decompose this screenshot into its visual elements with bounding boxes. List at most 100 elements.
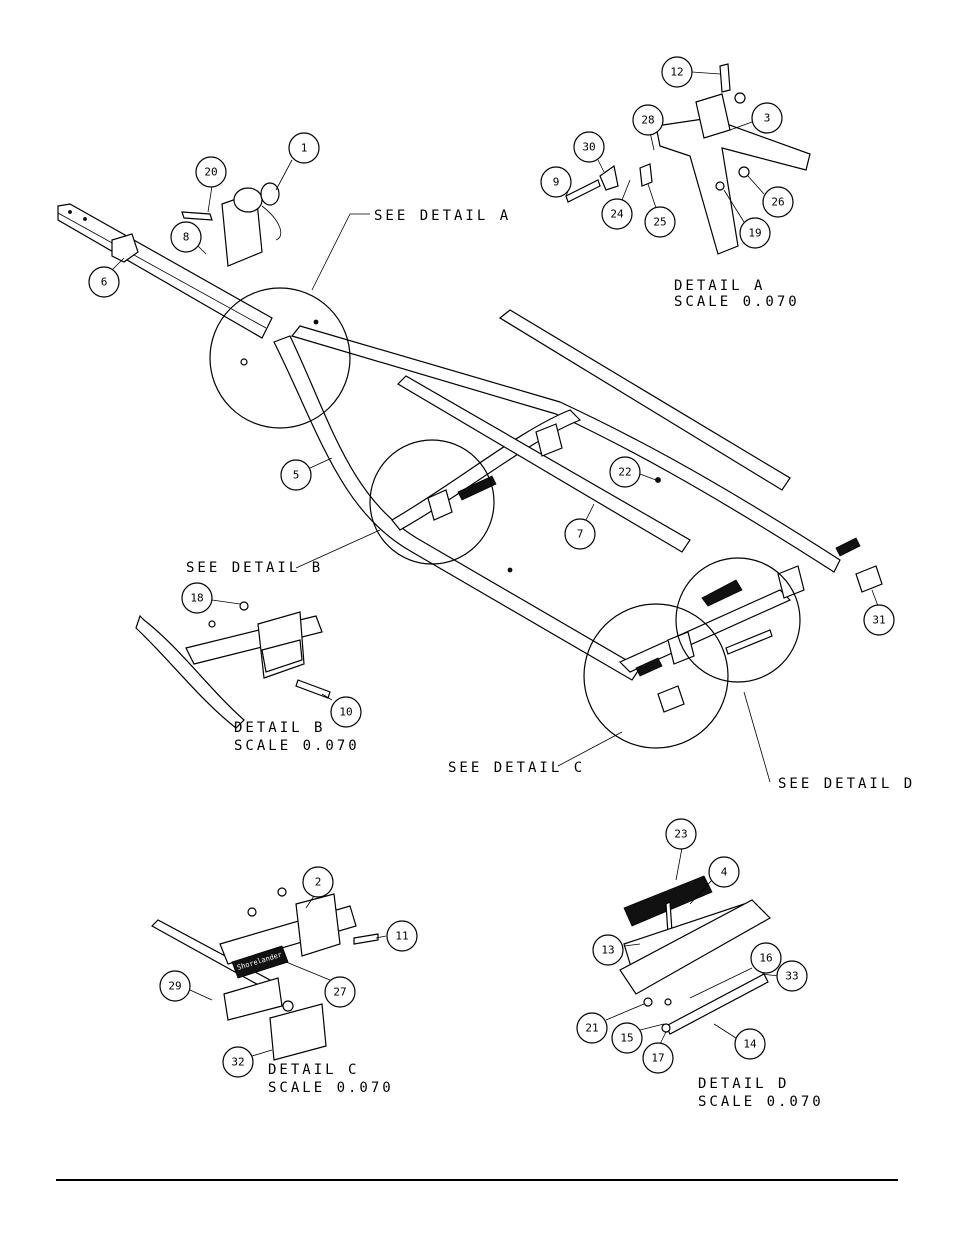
- detail-circle-c: [583, 603, 729, 749]
- callout-7: 7: [564, 503, 596, 550]
- svg-text:6: 6: [101, 276, 108, 289]
- see-detail-c-label: SEE DETAIL C: [448, 760, 585, 776]
- callout-16: 16: [689, 942, 782, 999]
- callout-10: 10: [321, 693, 362, 728]
- svg-text:28: 28: [641, 114, 654, 127]
- svg-text:21: 21: [585, 1022, 598, 1035]
- svg-text:27: 27: [333, 986, 346, 999]
- detail-a-scale: SCALE 0.070: [674, 294, 800, 310]
- callout-14: 14: [713, 1023, 766, 1060]
- callout-27: 27: [285, 961, 356, 1008]
- detail-b-drawing: [135, 601, 331, 729]
- svg-text:4: 4: [721, 866, 728, 879]
- see-detail-d-label: SEE DETAIL D: [778, 776, 915, 792]
- roller-pad: [701, 579, 743, 607]
- callout-26: 26: [747, 175, 794, 218]
- callout-21: 21: [576, 1003, 645, 1044]
- roller-pad: [635, 657, 663, 677]
- detail-a-title: DETAIL A: [674, 278, 765, 294]
- callout-11: 11: [375, 920, 418, 952]
- callout-23: 23: [665, 818, 697, 881]
- svg-text:29: 29: [168, 980, 181, 993]
- svg-text:15: 15: [620, 1032, 633, 1045]
- svg-text:30: 30: [582, 141, 595, 154]
- callout-3: 3: [729, 102, 783, 134]
- svg-text:23: 23: [674, 828, 687, 841]
- hardware-dots: [240, 319, 661, 573]
- svg-text:24: 24: [610, 208, 624, 221]
- side-rail-part-5: [273, 335, 641, 681]
- callout-8: 8: [170, 221, 207, 255]
- svg-text:14: 14: [743, 1038, 757, 1051]
- step-plate: [725, 629, 773, 655]
- callout-31: 31: [863, 589, 895, 636]
- svg-text:8: 8: [183, 231, 190, 244]
- callout-12: 12: [661, 56, 721, 88]
- callout-4: 4: [689, 856, 740, 905]
- callout-30: 30: [573, 131, 605, 173]
- callout-28: 28: [632, 104, 664, 151]
- svg-text:12: 12: [670, 66, 683, 79]
- callout-2: 2: [302, 866, 334, 909]
- svg-text:13: 13: [601, 944, 614, 957]
- svg-text:2: 2: [315, 876, 322, 889]
- detail-d-scale: SCALE 0.070: [698, 1094, 824, 1110]
- svg-text:25: 25: [653, 216, 666, 229]
- detail-a-drawing: [565, 63, 811, 255]
- svg-text:18: 18: [190, 592, 203, 605]
- detail-d-drawing: [619, 875, 771, 1035]
- callout-25: 25: [644, 183, 676, 238]
- roller-pad: [457, 475, 497, 501]
- side-rail-right: [290, 325, 841, 573]
- rear-crossmember: [618, 589, 792, 673]
- bunk-bracket: [777, 565, 805, 599]
- callout-29: 29: [159, 970, 213, 1002]
- svg-text:10: 10: [339, 706, 352, 719]
- callout-22: 22: [609, 456, 657, 488]
- tongue-part-6: [57, 203, 273, 339]
- callout-32: 32: [222, 1046, 273, 1078]
- end-cap: [855, 565, 883, 593]
- main-frame: [57, 182, 883, 713]
- svg-text:9: 9: [553, 176, 560, 189]
- detail-c-drawing: Shorelander: [151, 887, 379, 1061]
- bunk-board-part-7: [397, 375, 691, 553]
- detail-circle-b: [369, 439, 495, 565]
- detail-d-title: DETAIL D: [698, 1076, 789, 1092]
- svg-text:3: 3: [764, 112, 771, 125]
- callout-33: 33: [761, 960, 808, 992]
- detail-c-title: DETAIL C: [268, 1062, 359, 1078]
- handle-part-20: [181, 211, 213, 221]
- bunk-bracket: [427, 489, 453, 521]
- svg-text:26: 26: [771, 196, 784, 209]
- callout-1: 1: [275, 132, 320, 191]
- bunk-bracket: [535, 423, 563, 457]
- svg-text:33: 33: [785, 970, 798, 983]
- svg-text:1: 1: [301, 142, 308, 155]
- callout-19: 19: [723, 189, 771, 249]
- svg-text:19: 19: [748, 227, 761, 240]
- roller-pad: [835, 537, 861, 557]
- callout-9: 9: [540, 166, 572, 198]
- winch-part-1: [221, 182, 282, 267]
- svg-text:31: 31: [872, 614, 885, 627]
- detail-circle-d: [675, 557, 801, 683]
- callout-5: 5: [280, 457, 333, 491]
- see-detail-a-label: SEE DETAIL A: [374, 208, 511, 224]
- callout-15: 15: [611, 1022, 665, 1054]
- detail-b-scale: SCALE 0.070: [234, 738, 360, 754]
- detail-c-scale: SCALE 0.070: [268, 1080, 394, 1096]
- see-detail-b-label: SEE DETAIL B: [186, 560, 323, 576]
- bunk-board-long: [498, 309, 791, 491]
- callout-20: 20: [195, 156, 227, 213]
- detail-circle-a: [209, 287, 351, 429]
- callout-13: 13: [592, 934, 641, 966]
- callout-6: 6: [88, 257, 125, 298]
- detail-b-title: DETAIL B: [234, 720, 325, 736]
- callout-24: 24: [601, 179, 633, 230]
- svg-text:32: 32: [231, 1056, 244, 1069]
- svg-text:16: 16: [759, 952, 772, 965]
- end-cap: [657, 685, 685, 713]
- svg-text:17: 17: [651, 1052, 664, 1065]
